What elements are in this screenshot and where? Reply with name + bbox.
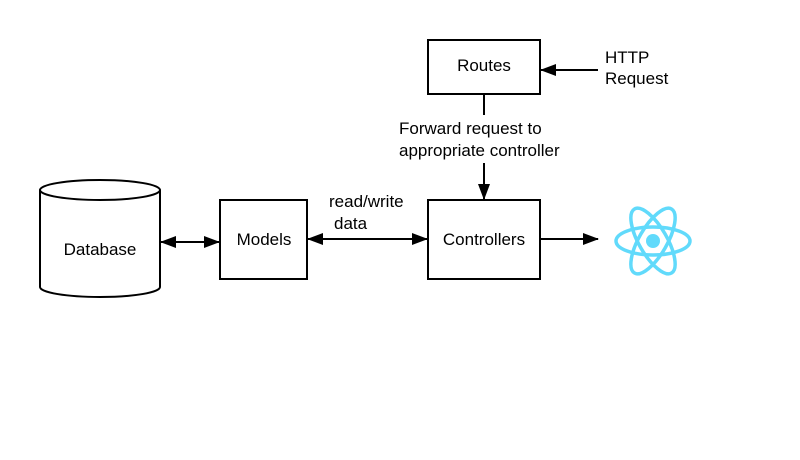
models-label: Models [237, 230, 292, 249]
routes-node: Routes [427, 39, 541, 95]
http-request-label-line-2: Request [605, 69, 669, 88]
routes-box [427, 39, 541, 95]
react-logo-orbit-1 [614, 225, 692, 257]
react-logo-orbit-2 [629, 206, 677, 276]
react-logo-nucleus [646, 234, 660, 248]
controllers-label: Controllers [443, 230, 525, 249]
database-label: Database [64, 240, 137, 259]
controllers-box [427, 199, 541, 280]
forward-request-label-line-1: Forward request to [399, 119, 542, 138]
models-node: Models [219, 199, 308, 280]
http-request-label-line-1: HTTP [605, 48, 649, 67]
react-logo-icon [614, 206, 692, 276]
http-request-label: HTTP Request [605, 48, 669, 88]
database-cylinder-body [39, 190, 161, 298]
database-cylinder-top [39, 179, 161, 201]
read-write-label-line-1: read/write [329, 192, 404, 211]
react-logo-orbit-3 [629, 206, 677, 276]
database-node: Database [39, 179, 161, 298]
forward-request-label: Forward request to appropriate controlle… [399, 119, 560, 160]
forward-request-label-line-2: appropriate controller [399, 141, 560, 160]
read-write-label: read/write data [329, 192, 404, 233]
routes-label: Routes [457, 56, 511, 75]
controllers-node: Controllers [427, 199, 541, 280]
read-write-label-line-2: data [334, 214, 368, 233]
